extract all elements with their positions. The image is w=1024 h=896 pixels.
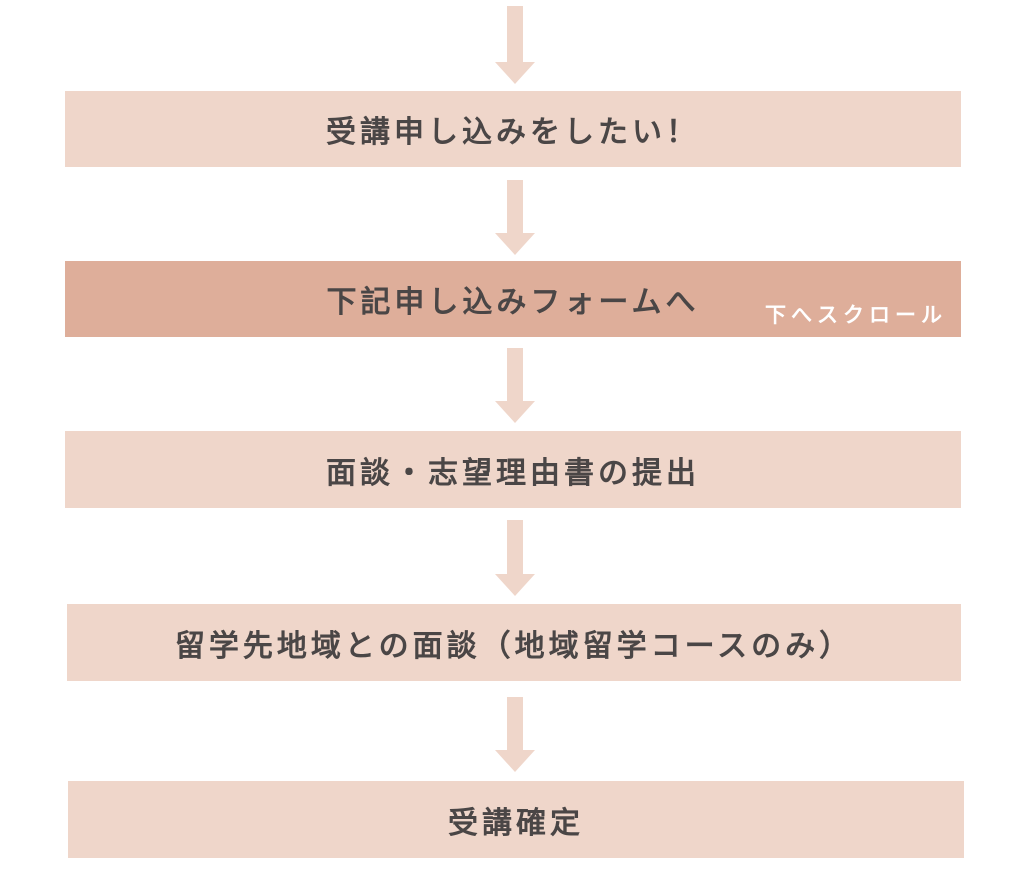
step-box-regional-interview: 留学先地域との面談（地域留学コースのみ）: [67, 604, 961, 681]
flow-arrow-down: [495, 520, 535, 596]
step-label: 受講確定: [448, 805, 584, 841]
scroll-down-note[interactable]: 下へスクロール: [765, 303, 947, 327]
step-label: 面談・志望理由書の提出: [326, 455, 700, 491]
flow-arrow-down: [495, 697, 535, 772]
step-box-apply: 受講申し込みをしたい！: [65, 91, 961, 167]
flow-arrow-down: [495, 348, 535, 423]
step-box-interview-essay: 面談・志望理由書の提出: [65, 431, 961, 508]
flow-arrow-down: [495, 180, 535, 255]
step-box-confirmed: 受講確定: [68, 781, 964, 858]
step-label: 受講申し込みをしたい！: [326, 115, 700, 150]
step-label: 下記申し込みフォームへ: [326, 285, 700, 320]
step-box-form-link[interactable]: 下記申し込みフォームへ 下へスクロール: [65, 261, 961, 337]
step-label: 留学先地域との面談（地域留学コースのみ）: [174, 628, 854, 664]
flow-arrow-down: [495, 6, 535, 84]
